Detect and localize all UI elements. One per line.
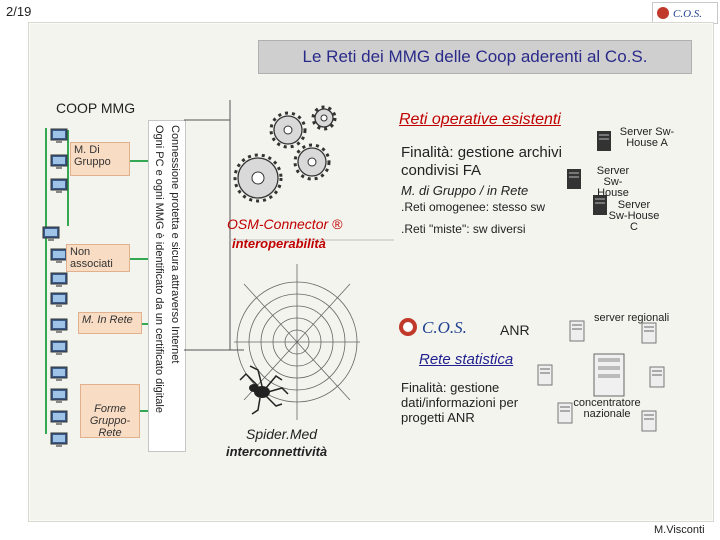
finalita-anr: Finalità: gestione dati/informazioni per… — [401, 380, 541, 425]
author-footer: M.Visconti — [654, 524, 705, 536]
secure-connection-bar: Connessione protetta e sicura attraverso… — [148, 120, 186, 452]
pc-icon — [50, 410, 68, 426]
pc-icon — [50, 154, 68, 170]
cos-small-logo-graphic: C.O.S. — [396, 312, 494, 342]
vertical-text-internet: Connessione protetta e sicura attraverso… — [169, 125, 181, 363]
group-in-rete: M. In Rete — [78, 312, 142, 334]
regional-server-icon — [556, 402, 574, 429]
slide-title: Le Reti dei MMG delle Coop aderenti al C… — [258, 40, 692, 74]
pc-icon — [50, 292, 68, 308]
anr-label: ANR — [500, 322, 530, 338]
pc-icon — [42, 226, 60, 242]
osm-connector-label: OSM-Connector ® — [227, 216, 342, 232]
logo-text: C.O.S. — [673, 8, 702, 20]
link-line-4 — [140, 410, 148, 412]
spidermed-label: Spider.Med — [246, 426, 317, 442]
group-di-gruppo: M. Di Gruppo — [70, 142, 130, 176]
cos-logo: C.O.S. — [652, 2, 718, 24]
regional-server-icon — [648, 366, 666, 393]
spider-icon — [240, 366, 288, 414]
pc-icon — [50, 340, 68, 356]
osm-connector-sub: interoperabilità — [232, 236, 326, 251]
left-trunk-line — [45, 128, 47, 434]
server-b-icon — [566, 168, 582, 190]
regional-server-icon — [568, 320, 586, 347]
concentratore-label: concentratore nazionale — [562, 398, 652, 420]
group-non-associati: Non associati — [66, 244, 130, 272]
page-number: 2/19 — [6, 4, 31, 19]
server-a-label: Server Sw-House A — [618, 127, 676, 149]
reti-omogenee-label: .Reti omogenee: stesso sw — [401, 200, 545, 214]
pc-icon — [50, 318, 68, 334]
coop-mmg-heading: COOP MMG — [56, 100, 135, 116]
reti-miste-label: .Reti "miste": sw diversi — [401, 222, 526, 236]
link-line-2 — [130, 258, 148, 260]
group-forme-gruppo-rete: Forme Gruppo-Rete — [80, 384, 140, 438]
small-logo-text: C.O.S. — [422, 318, 467, 337]
server-c-label: Server Sw-House C — [608, 200, 660, 233]
vertical-text-certificate: Ogni PC e ogni MMG è identificato da un … — [153, 125, 165, 413]
regional-server-icon — [536, 364, 554, 391]
pc-icon — [50, 432, 68, 448]
server-a-icon — [596, 130, 612, 152]
link-line-1 — [130, 160, 148, 162]
gears-illustration — [228, 92, 344, 212]
cos-small-logo: C.O.S. — [396, 312, 494, 342]
pc-icon — [50, 272, 68, 288]
regional-server-icon — [640, 410, 658, 437]
pc-icon — [50, 128, 68, 144]
finalita-archivi: Finalità: gestione archivi condivisi FA — [401, 144, 591, 180]
m-gruppo-rete-label: M. di Gruppo / in Rete — [401, 183, 528, 198]
concentrator-server-icon — [592, 352, 626, 398]
server-c-icon — [592, 194, 608, 216]
rete-statistica-heading: Rete statistica — [419, 351, 513, 368]
pc-icon — [50, 366, 68, 382]
regional-server-icon — [640, 322, 658, 349]
pc-icon — [50, 178, 68, 194]
spidermed-sub: interconnettività — [226, 444, 327, 459]
pc-icon — [50, 388, 68, 404]
spider-web-illustration — [232, 262, 362, 422]
cos-logo-graphic: C.O.S. — [653, 3, 717, 23]
reti-operative-heading: Reti operative esistenti — [399, 111, 561, 129]
